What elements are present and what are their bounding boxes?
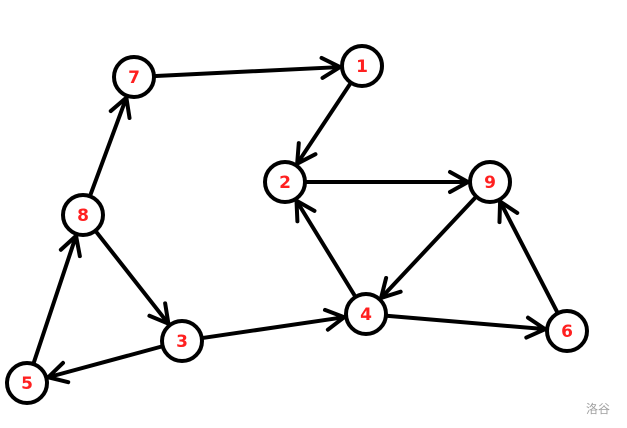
node-label: 4 [360, 305, 372, 325]
node-label: 6 [561, 322, 573, 342]
node-2: 2 [263, 160, 307, 204]
watermark: 洛谷 [586, 402, 611, 416]
arrowhead-icon [108, 95, 132, 120]
arrowhead-icon [379, 275, 403, 300]
edge-7-to-1 [153, 55, 343, 80]
arrowhead-icon [147, 301, 171, 326]
node-label: 3 [176, 332, 188, 352]
edge-4-to-2 [294, 198, 357, 298]
edge-3-to-4 [201, 307, 347, 340]
edge-4-to-6 [385, 313, 548, 340]
node-8: 8 [61, 193, 105, 237]
node-3: 3 [160, 319, 204, 363]
edge-9-to-4 [379, 196, 477, 300]
node-label: 9 [484, 173, 496, 193]
arrowhead-icon [322, 307, 347, 332]
node-label: 7 [128, 68, 140, 88]
edge-8-to-7 [88, 95, 132, 197]
edge-3-to-5 [46, 344, 163, 385]
edge-2-to-9 [305, 170, 470, 194]
node-label: 8 [77, 206, 89, 226]
arrowhead-icon [524, 315, 548, 340]
node-9: 9 [468, 160, 512, 204]
node-1: 1 [340, 44, 384, 88]
node-6: 6 [545, 309, 589, 353]
node-7: 7 [112, 55, 156, 99]
node-5: 5 [5, 361, 49, 405]
node-label: 2 [279, 173, 291, 193]
edge-8-to-3 [94, 230, 171, 326]
edge-6-to-9 [497, 199, 559, 314]
edge-5-to-8 [31, 233, 82, 365]
edge-1-to-2 [295, 82, 352, 166]
node-label: 5 [21, 374, 33, 394]
node-4: 4 [344, 292, 388, 336]
node-label: 1 [356, 57, 368, 77]
